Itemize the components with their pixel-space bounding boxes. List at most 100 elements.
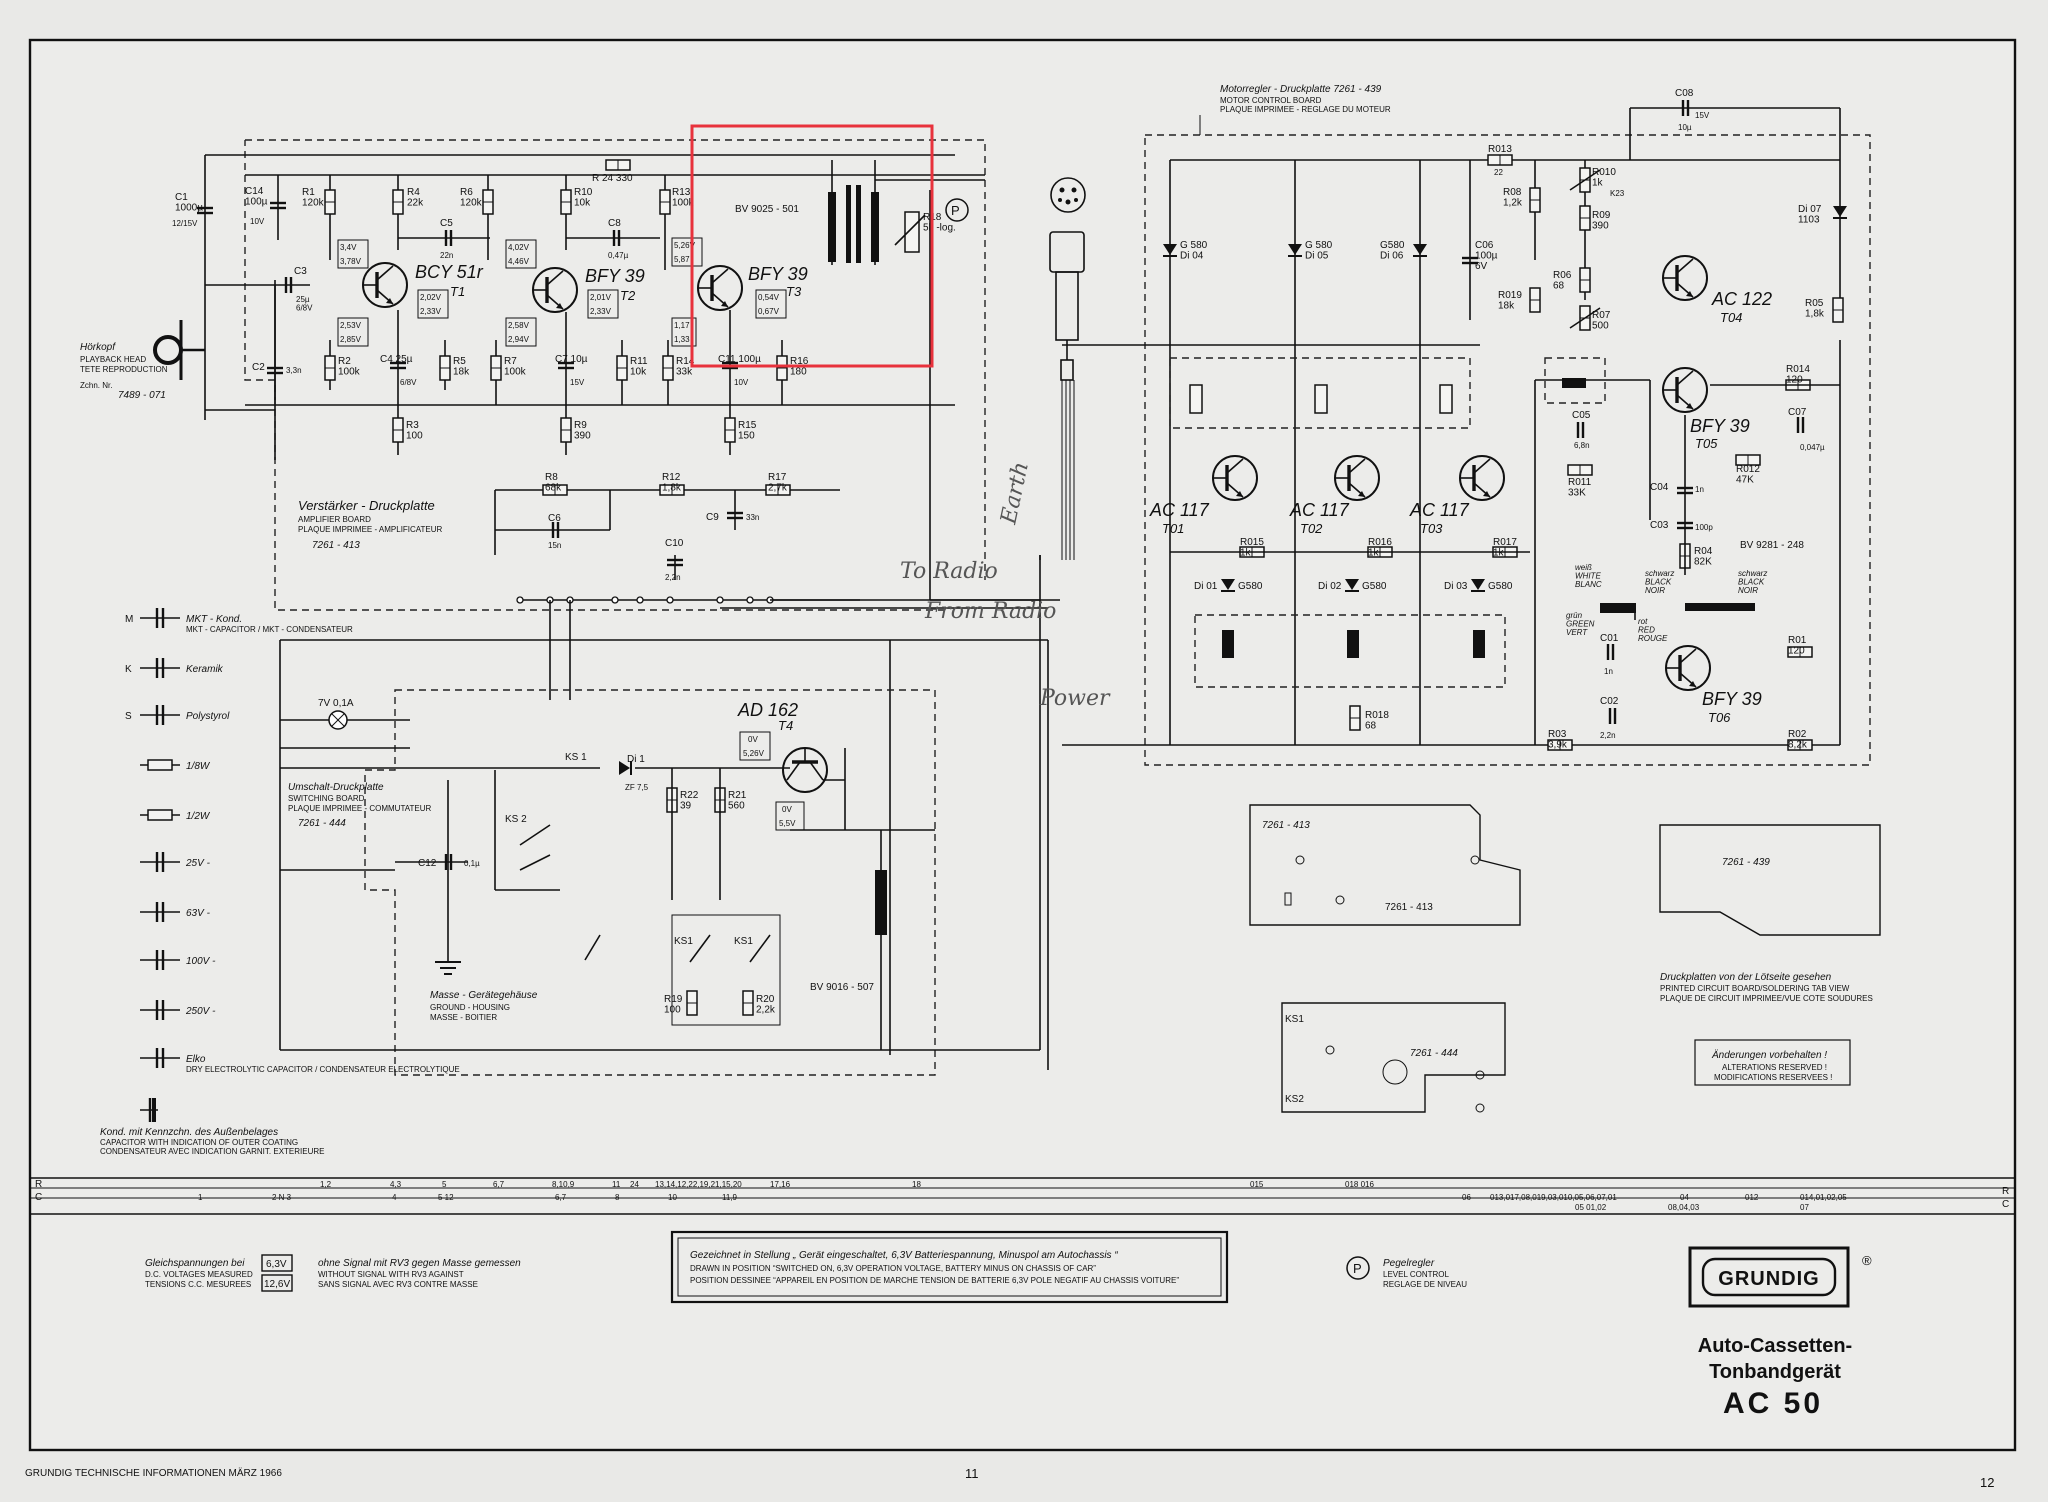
legend-outer-en: CAPACITOR WITH INDICATION OF OUTER COATI… (100, 1138, 298, 1147)
model-name: AC 50 (1723, 1387, 1823, 1420)
pegel-fr: REGLAGE DE NIVEAU (1383, 1280, 1467, 1289)
row-number: 07 (1800, 1203, 1809, 1212)
t4-ref: T4 (778, 718, 793, 733)
motor-board-fr: PLAQUE IMPRIMEE - REGLAGE DU MOTEUR (1220, 105, 1391, 114)
t1-v2: 3,78V (340, 257, 362, 266)
head-drawno-label: Zchn. Nr. (80, 381, 112, 390)
t4-name: AD 162 (737, 700, 798, 720)
g580-1: G580 (1238, 581, 1263, 592)
product-line2: Tonbandgerät (1709, 1361, 1841, 1383)
c6-label: C6 (548, 513, 561, 524)
no-signal-fr: SANS SIGNAL AVEC RV3 CONTRE MASSE (318, 1280, 478, 1289)
t06-name: BFY 39 (1702, 689, 1762, 709)
legend-label: Keramik (186, 664, 224, 675)
r013-value: 22 (1494, 168, 1503, 177)
amp-board-no: 7261 - 413 (312, 540, 360, 551)
t2-v6: 2,94V (508, 335, 530, 344)
motor-board-title: Motorregler - Druckplatte 7261 - 439 (1220, 84, 1382, 95)
t2-name: BFY 39 (585, 266, 645, 286)
ground-en: GROUND - HOUSING (430, 1003, 510, 1012)
t4-v2: 5,26V (743, 749, 765, 758)
c7-value: 15V (570, 378, 585, 387)
handwritten-to-radio: To Radio (900, 559, 998, 584)
t2-v1: 4,02V (508, 243, 530, 252)
c5-value: 22n (440, 251, 453, 260)
di03-label: Di 03 (1444, 581, 1468, 592)
c14-voltage: 10V (250, 217, 265, 226)
c10-value: 2,2n (665, 573, 681, 582)
legend-row: 25V - (140, 852, 211, 872)
row-number: 6,7 (493, 1180, 505, 1189)
c12-label: C12 (418, 858, 437, 869)
row-number: 014,01,02,05 (1800, 1193, 1847, 1202)
row-number: 4 (392, 1193, 397, 1202)
pcb-413-pins: 7261 - 413 (1385, 902, 1433, 913)
t3-v3: 0,54V (758, 293, 780, 302)
legend-row: 100V - (140, 950, 216, 970)
c9-label: C9 (706, 512, 719, 523)
pcb-413-label: 7261 - 413 (1262, 820, 1310, 831)
switch-board-title: Umschalt-Druckplatte (288, 782, 384, 793)
page-number-12: 12 (1980, 1475, 1994, 1490)
c9-value: 33n (746, 513, 759, 522)
switch-board-no: 7261 - 444 (298, 818, 346, 829)
choke-core (875, 870, 887, 935)
di02-label: Di 02 (1318, 581, 1342, 592)
dc-v2: 12,6V (264, 1279, 290, 1290)
c12-value: 0,1µ (464, 859, 480, 868)
t4-v1: 0V (748, 735, 758, 744)
r24-label: R 24 330 (592, 173, 633, 184)
dc-fr: TENSIONS C.C. MESUREES (145, 1280, 251, 1289)
row-number: 013,017,08,019,03,010,05,06,07,01 (1490, 1193, 1617, 1202)
t1-v3: 2,02V (420, 293, 442, 302)
c01-label: C01 (1600, 633, 1619, 644)
amp-board-title: Verstärker - Druckplatte (298, 498, 435, 513)
drawn-fr: POSITION DESSINEE “APPAREIL EN POSITION … (690, 1276, 1179, 1285)
row-number: 06 (1462, 1193, 1471, 1202)
row-number: 8,10,9 (552, 1180, 575, 1189)
row-number: 8 (615, 1193, 620, 1202)
di1-label: Di 1 (627, 754, 645, 765)
ks2-label: KS 2 (505, 814, 527, 825)
handwritten-power: Power (1039, 686, 1111, 711)
playback-head: Hörkopf PLAYBACK HEAD TETE REPRODUCTION … (80, 320, 205, 401)
legend-label: 63V - (186, 908, 211, 919)
motor-board-en: MOTOR CONTROL BOARD (1220, 96, 1322, 105)
c02-label: C02 (1600, 696, 1619, 707)
c2-label: C2 (252, 362, 265, 373)
g580-3: G580 (1488, 581, 1513, 592)
t3-v1: 5,26V (674, 241, 696, 250)
row-number: 04 (1680, 1193, 1689, 1202)
legend-outer-fr: CONDENSATEUR AVEC INDICATION GARNIT. EXT… (100, 1147, 324, 1156)
row-number: 015 (1250, 1180, 1264, 1189)
row-number: 11,9 (722, 1193, 738, 1202)
row-c-label-right: C (2002, 1199, 2009, 1210)
t1-name: BCY 51r (415, 262, 484, 282)
legend-label: MKT - Kond. (186, 614, 242, 625)
legend-label: 1/8W (186, 761, 211, 772)
legend-symbol: M (125, 614, 133, 625)
c4-value: 6/8V (400, 378, 417, 387)
